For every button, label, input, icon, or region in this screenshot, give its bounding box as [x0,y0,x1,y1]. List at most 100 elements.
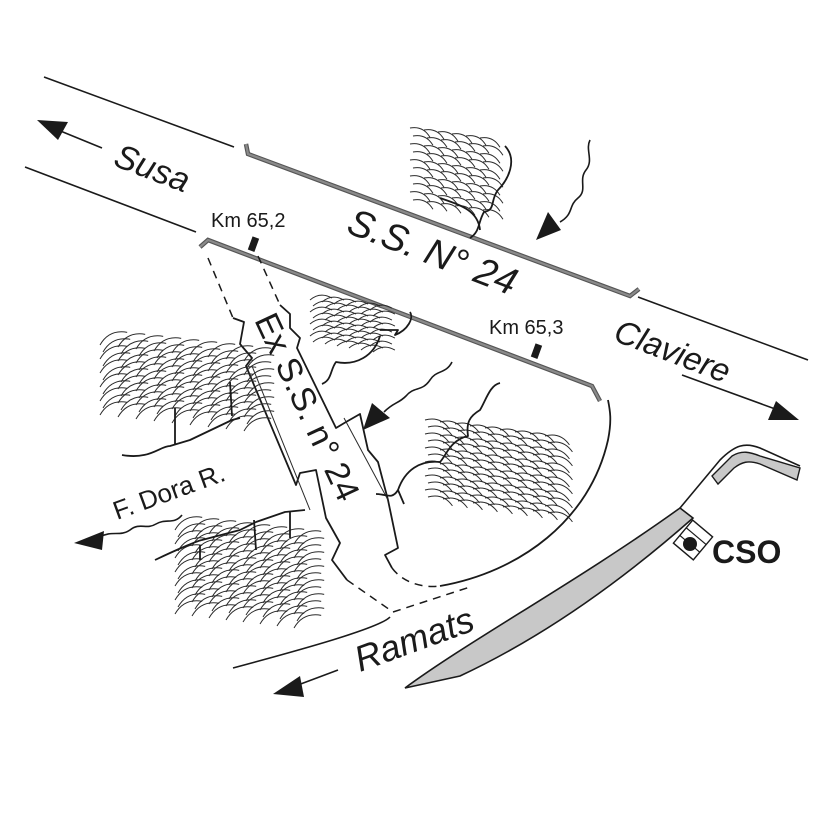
hachure-mark [544,504,570,516]
scarp-north [469,145,513,239]
hachure-mark [153,393,182,408]
hachure-mark [208,590,237,605]
hachure-mark [296,607,325,622]
hachure-mark [440,139,462,150]
hachure-mark [465,183,487,194]
hachure-mark [102,338,131,353]
hachure-mark [279,549,308,564]
hachure-mark [532,481,558,493]
hachure-mark [424,418,450,430]
hachure-mark [177,565,206,580]
hachure-mark [153,379,182,394]
hachure-mark [357,302,381,309]
hachure-mark [440,203,462,214]
hachure-mark [439,490,465,502]
hachure-mark [194,595,223,610]
hachure-mark [469,466,495,478]
hachure-mark [502,435,528,447]
hachure-mark [442,483,468,495]
hachure-mark [156,386,185,401]
hachure-mark [293,544,322,559]
hachure-mark [259,596,288,611]
hachure-mark [426,153,448,164]
hachure-mark [427,453,453,465]
hachure-mark [321,296,345,303]
hachure-mark [279,535,308,550]
hachure-mark [177,551,206,566]
road-edge-ramats [232,616,391,669]
hachure-mark [225,564,254,579]
hachure-mark [514,472,540,484]
label-km-65-2: Km 65,2 [211,210,285,232]
hachure-mark [487,461,513,473]
hachure-mark [210,350,239,365]
hachure-mark [192,376,221,391]
hachure-mark [211,583,240,598]
hachure-mark [309,294,333,301]
hachure-mark [191,560,220,575]
hachure-mark [102,394,131,409]
hachure-mark [514,430,540,442]
hachure-mark [174,374,203,389]
hachure-mark [194,581,223,596]
hachure-mark [211,569,240,584]
hachure-mark [454,450,480,462]
hachure-mark [192,348,221,363]
arrow-left-icon [74,531,104,550]
road-edge-north-east [637,296,809,361]
hachure-mark [412,167,434,178]
hachure-mark [259,582,288,597]
hachure-mark [544,434,570,446]
hachure-mark [547,469,573,481]
main-road-ss24 [24,76,809,403]
label-susa: Susa [109,137,195,200]
hachure-mark [309,330,333,337]
km-marker-65-2 [247,236,260,252]
hachure-mark [532,467,558,479]
dora-river-flow [74,514,183,550]
hachure-mark [207,357,236,372]
hachure-mark [99,359,128,374]
hachure-mark [333,334,357,341]
hachure-mark [245,587,274,602]
hachure-mark [465,151,487,162]
hachure-mark [225,401,254,416]
hachure-mark [440,155,462,166]
hachure-mark [138,370,167,385]
hachure-mark [440,171,462,182]
hachure-mark [296,565,325,580]
scarp-west [121,381,241,457]
hachure-mark [171,409,200,424]
hachure-mark [454,141,476,152]
hachure-mark [296,537,325,552]
hachure-mark [156,372,185,387]
hachure-mark [279,605,308,620]
hachure-mark [99,331,128,346]
hachure-mark [242,608,271,623]
hachure-mark [296,593,325,608]
hachure-mark [194,553,223,568]
hachure-mark [293,558,322,573]
hachure-mark [345,324,369,331]
hachure-mark [468,143,490,154]
hachure-mark [243,403,272,418]
hachure-mark [514,444,540,456]
hachure-mark [228,585,257,600]
hachure-mark [442,469,468,481]
hachure-mark [207,385,236,400]
hachure-mark [243,389,272,404]
hachure-mark [423,193,445,204]
hachure-mark [191,546,220,561]
hachure-mark [279,591,308,606]
hachure-mark [191,602,220,617]
hachure-mark [532,453,558,465]
hachure-mark [259,526,288,541]
hachure-mark [135,405,164,420]
hachure-mark [369,304,393,311]
hachure-mark [372,346,396,353]
hachure-mark [514,486,540,498]
hachure-mark [547,511,573,523]
old-road-dashed-east [257,255,281,306]
hachure-mark [437,179,459,190]
hachure-mark [502,463,528,475]
